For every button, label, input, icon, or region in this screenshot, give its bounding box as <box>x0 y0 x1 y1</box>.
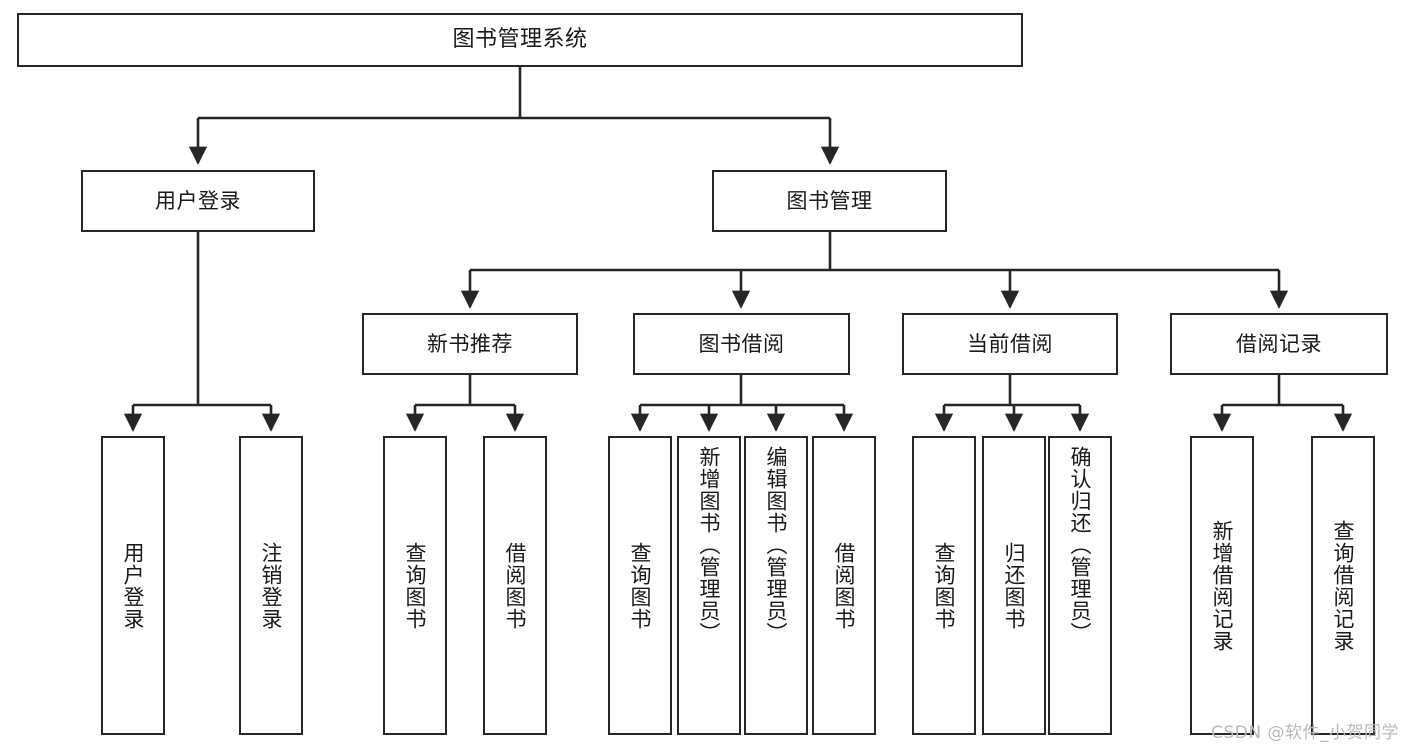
leaf-query-books-current[interactable]: 查询图书 <box>912 436 976 735</box>
node-label: 图书管理系统 <box>452 27 588 53</box>
node-label: 编辑图书（管理员） <box>764 446 789 644</box>
node-label: 用户登录 <box>121 541 146 630</box>
node-label: 查询图书 <box>628 541 653 630</box>
node-label: 查询图书 <box>403 541 428 630</box>
node-label: 注销登录 <box>259 541 284 630</box>
node-borrow-record[interactable]: 借阅记录 <box>1170 313 1388 375</box>
node-label: 新增借阅记录 <box>1210 519 1235 652</box>
leaf-user-login[interactable]: 用户登录 <box>101 436 165 735</box>
leaf-logout[interactable]: 注销登录 <box>239 436 303 735</box>
node-label: 借阅图书 <box>503 541 528 630</box>
leaf-borrow-books-recommend[interactable]: 借阅图书 <box>483 436 547 735</box>
node-label: 查询借阅记录 <box>1331 519 1356 652</box>
leaf-add-book-admin[interactable]: 新增图书（管理员） <box>677 436 741 735</box>
node-label: 归还图书 <box>1002 541 1027 630</box>
leaf-edit-book-admin[interactable]: 编辑图书（管理员） <box>744 436 808 735</box>
leaf-add-borrow-record[interactable]: 新增借阅记录 <box>1190 436 1254 735</box>
leaf-query-books-borrow[interactable]: 查询图书 <box>608 436 672 735</box>
csdn-watermark: CSDN @软件_小贺同学 <box>1211 723 1399 743</box>
node-label: 新增图书（管理员） <box>697 446 722 644</box>
node-root-book-management-system[interactable]: 图书管理系统 <box>17 13 1023 67</box>
node-label: 图书管理 <box>786 188 873 213</box>
node-label: 借阅图书 <box>832 541 857 630</box>
node-label: 查询图书 <box>932 541 957 630</box>
leaf-return-books[interactable]: 归还图书 <box>982 436 1046 735</box>
node-new-book-recommendation[interactable]: 新书推荐 <box>362 313 578 375</box>
node-book-borrow[interactable]: 图书借阅 <box>633 313 850 375</box>
leaf-query-books-recommend[interactable]: 查询图书 <box>383 436 447 735</box>
node-label: 当前借阅 <box>967 331 1053 356</box>
leaf-confirm-return-admin[interactable]: 确认归还（管理员） <box>1048 436 1112 735</box>
node-label: 借阅记录 <box>1236 331 1322 356</box>
node-book-management[interactable]: 图书管理 <box>712 170 947 232</box>
node-current-borrow[interactable]: 当前借阅 <box>902 313 1118 375</box>
leaf-borrow-books[interactable]: 借阅图书 <box>812 436 876 735</box>
leaf-query-borrow-record[interactable]: 查询借阅记录 <box>1311 436 1375 735</box>
node-user-login[interactable]: 用户登录 <box>81 170 315 232</box>
node-label: 新书推荐 <box>427 331 513 356</box>
node-label: 确认归还（管理员） <box>1068 446 1093 644</box>
node-label: 用户登录 <box>155 188 241 213</box>
node-label: 图书借阅 <box>698 331 785 356</box>
